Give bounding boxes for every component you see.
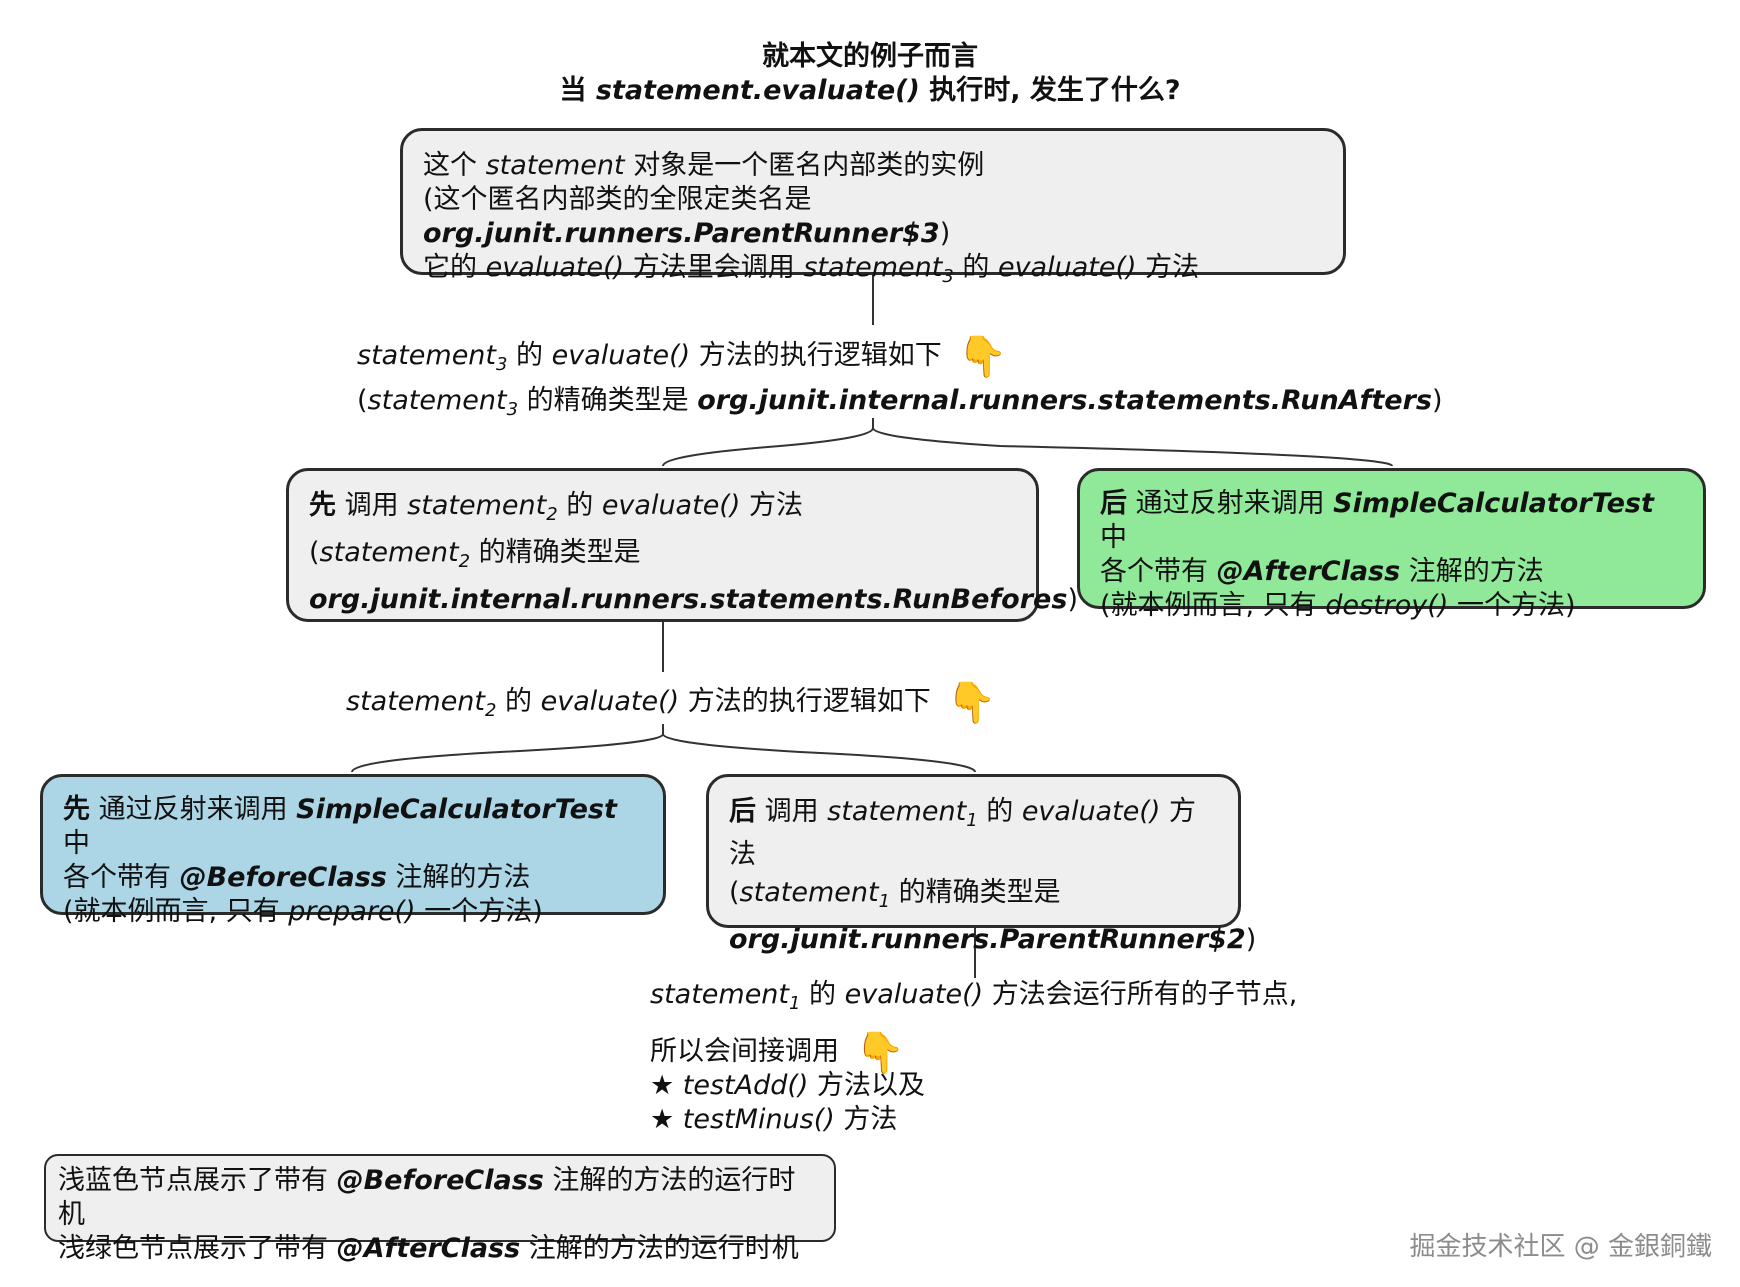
label-line-1: statement1 的 evaluate() 方法会运行所有的子节点, <box>650 979 1298 1014</box>
title-line-2: 当 statement.evaluate() 执行时, 发生了什么? <box>559 75 1181 106</box>
legend-box: 浅蓝色节点展示了带有 @BeforeClass 注解的方法的运行时机 浅绿色节点… <box>44 1154 836 1264</box>
node-line-1: 后 通过反射来调用 SimpleCalculatorTest 中 <box>1100 488 1654 553</box>
label-line-4: ★ testMinus() 方法 <box>650 1104 898 1135</box>
node-line-3: org.junit.runners.ParentRunner$2) <box>729 924 1257 955</box>
node-line-2: (statement1 的精确类型是 <box>729 877 1061 912</box>
node-line-3: org.junit.internal.runners.statements.Ru… <box>309 584 1078 615</box>
pointing-down-icon: 👇 <box>855 1029 905 1076</box>
brace-s2-left <box>351 724 664 773</box>
node-line-3: (就本例而言, 只有 prepare() 一个方法) <box>63 896 543 927</box>
title-line-1: 就本文的例子而言 <box>762 41 978 72</box>
node-line-1: 先 通过反射来调用 SimpleCalculatorTest 中 <box>63 794 617 859</box>
node-line-1: 先 调用 statement2 的 evaluate() 方法 <box>309 490 803 525</box>
brace-s2-right <box>662 733 976 773</box>
node-line-1: 后 调用 statement1 的 evaluate() 方法 <box>729 796 1196 870</box>
label-line-2: 所以会间接调用👇 <box>650 1029 905 1076</box>
node-line-2: (statement2 的精确类型是 <box>309 537 641 572</box>
watermark: 掘金技术社区 @ 金銀銅鐵 <box>1409 1232 1712 1262</box>
diagram-title: 就本文的例子而言 当 statement.evaluate() 执行时, 发生了… <box>0 40 1740 108</box>
node-line-3: (就本例而言, 只有 destroy() 一个方法) <box>1100 590 1576 621</box>
node-line-2: 各个带有 @AfterClass 注解的方法 <box>1100 556 1544 587</box>
node-line-2: (这个匿名内部类的全限定类名是 org.junit.runners.Parent… <box>423 184 951 249</box>
node-line-1: 这个 statement 对象是一个匿名内部类的实例 <box>423 150 985 181</box>
label-line-2: (statement3 的精确类型是 org.junit.internal.ru… <box>357 385 1443 420</box>
node-before-class: 先 通过反射来调用 SimpleCalculatorTest 中 各个带有 @B… <box>40 774 666 927</box>
label-statement3: statement3 的 evaluate() 方法的执行逻辑如下👇 (stat… <box>357 333 1443 428</box>
legend-line-blue: 浅蓝色节点展示了带有 @BeforeClass 注解的方法的运行时机 <box>58 1165 796 1230</box>
pointing-down-icon: 👇 <box>946 679 997 726</box>
legend-line-green: 浅绿色节点展示了带有 @AfterClass 注解的方法的运行时机 <box>58 1233 799 1264</box>
brace-s3-left <box>662 418 874 467</box>
label-line-1: statement3 的 evaluate() 方法的执行逻辑如下👇 <box>357 333 1008 380</box>
node-anonymous-statement: 这个 statement 对象是一个匿名内部类的实例 (这个匿名内部类的全限定类… <box>400 128 1346 287</box>
node-line-2: 各个带有 @BeforeClass 注解的方法 <box>63 862 531 893</box>
label-line-1: statement2 的 evaluate() 方法的执行逻辑如下👇 <box>346 679 997 726</box>
node-line-3: 它的 evaluate() 方法里会调用 statement3 的 evalua… <box>423 252 1200 287</box>
node-after-class: 后 通过反射来调用 SimpleCalculatorTest 中 各个带有 @A… <box>1077 468 1706 621</box>
label-statement1: statement1 的 evaluate() 方法会运行所有的子节点, 所以会… <box>650 978 1297 1137</box>
pointing-down-icon: 👇 <box>957 333 1008 380</box>
label-line-3: ★ testAdd() 方法以及 <box>650 1070 926 1101</box>
brace-s3-right <box>872 427 1393 467</box>
label-statement2: statement2 的 evaluate() 方法的执行逻辑如下👇 <box>346 679 997 729</box>
node-statement2: 先 调用 statement2 的 evaluate() 方法 (stateme… <box>286 468 1078 622</box>
node-statement1: 后 调用 statement1 的 evaluate() 方法 (stateme… <box>706 774 1256 955</box>
